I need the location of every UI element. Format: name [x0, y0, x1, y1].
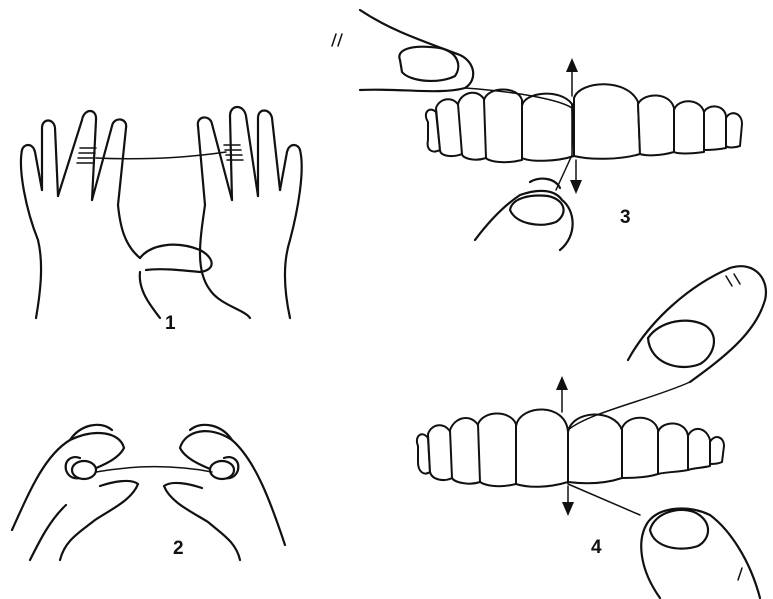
arrow-up-3 — [566, 58, 578, 96]
upper-finger — [360, 10, 473, 91]
left-hand — [21, 111, 212, 318]
panel-number-4: 4 — [591, 538, 602, 557]
panel-number-3: 3 — [620, 208, 631, 227]
arrow-down-3 — [570, 160, 582, 194]
arrow-down-4 — [562, 486, 574, 516]
panel-3-illustration — [332, 10, 742, 250]
upper-right-finger — [628, 266, 766, 382]
panel-number-2: 2 — [173, 539, 184, 558]
arrow-up-4 — [556, 376, 568, 412]
floss-strand-1 — [96, 152, 226, 159]
panel-2-illustration — [12, 425, 285, 560]
panel-1-illustration — [21, 107, 302, 318]
lower-right-finger — [641, 509, 760, 598]
teeth-row-4 — [417, 409, 724, 486]
left-hand-holding — [12, 425, 138, 560]
lower-finger — [475, 179, 573, 250]
floss-strand-2 — [96, 467, 212, 472]
right-hand — [140, 107, 302, 318]
teeth-row-3 — [426, 84, 742, 162]
panel-number-1: 1 — [165, 314, 176, 333]
